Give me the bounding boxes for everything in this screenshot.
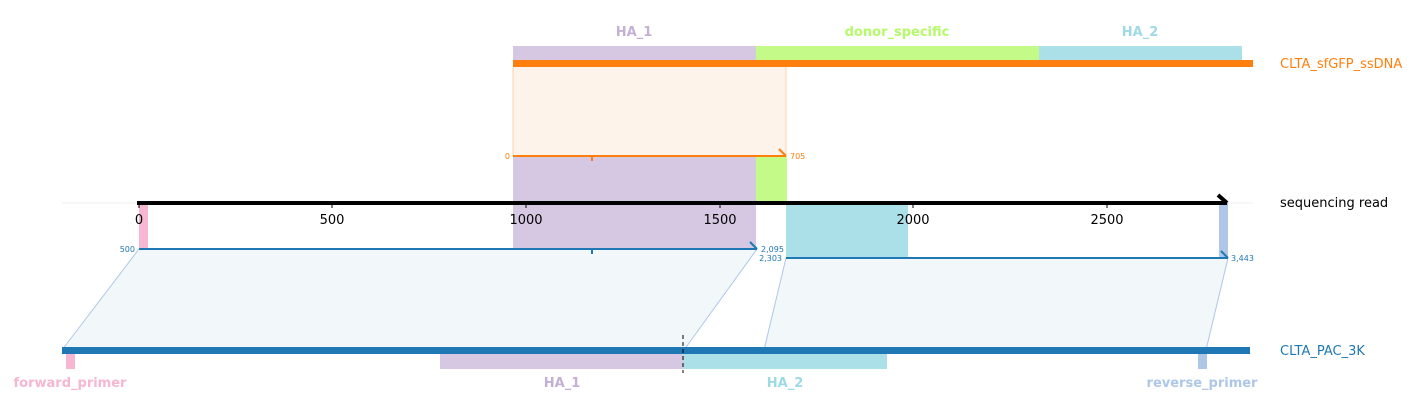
ssdna-backbone <box>513 60 1253 67</box>
pac-alignment-2-left-edge <box>763 257 787 351</box>
pac-alignment-1-arrow-icon <box>749 241 758 250</box>
ssdna-alignment: 0 705 <box>505 67 805 202</box>
ssdna-track: HA_1 donor_specific HA_2 CLTA_sfGFP_ssDN… <box>513 25 1402 72</box>
read-axis-ticks: 0 500 1000 1500 2000 2500 <box>135 203 1124 228</box>
pac-feature-forward-primer <box>66 354 75 369</box>
read-feature-donor-from-ssdna <box>756 156 787 202</box>
ssdna-track-label: CLTA_sfGFP_ssDNA <box>1280 57 1402 72</box>
pac-feature-ha1 <box>440 354 683 369</box>
read-feature-forward-primer <box>139 203 148 249</box>
pac-alignment-2-start-label: 2,303 <box>759 254 782 263</box>
pac-feature-label-reverse-primer: reverse_primer <box>1147 376 1259 391</box>
pac-alignment-2: 2,303 3,443 <box>759 250 1254 351</box>
pac-alignment-2-end-label: 3,443 <box>1231 254 1254 263</box>
pac-track-label: CLTA_PAC_3K <box>1280 344 1365 359</box>
ssdna-alignment-end-label: 705 <box>790 152 805 161</box>
read-feature-ha1-from-ssdna <box>513 156 756 202</box>
ssdna-alignment-shade <box>513 67 786 156</box>
read-tick-label: 2500 <box>1090 213 1123 228</box>
read-track-label: sequencing read <box>1280 196 1388 211</box>
ssdna-feature-ha2 <box>1039 46 1242 60</box>
pac-feature-label-ha1: HA_1 <box>544 376 581 391</box>
read-tick-label: 1000 <box>509 213 542 228</box>
pac-alignment-1-shade <box>62 249 757 350</box>
pac-feature-label-ha2: HA_2 <box>767 376 804 391</box>
read-tick-label: 2000 <box>896 213 929 228</box>
read-track: 0 500 1000 1500 2000 2500 sequencing rea… <box>62 193 1388 258</box>
pac-feature-reverse-primer <box>1198 354 1207 369</box>
ssdna-feature-ha1 <box>513 46 756 60</box>
ssdna-feature-label-ha2: HA_2 <box>1122 25 1159 40</box>
ssdna-feature-label-donor: donor_specific <box>845 25 950 40</box>
pac-alignment-1-left-edge <box>61 248 140 351</box>
read-feature-ha1 <box>513 203 756 249</box>
pac-alignment-2-right-edge <box>1205 257 1229 351</box>
pac-backbone <box>62 347 1250 354</box>
pac-feature-label-forward-primer: forward_primer <box>14 376 128 391</box>
pac-alignment-1: 500 2,095 <box>61 241 784 351</box>
ssdna-feature-donor-specific <box>756 46 1039 60</box>
pac-track: forward_primer HA_1 HA_2 reverse_primer … <box>14 335 1365 391</box>
read-tick-label: 500 <box>320 213 345 228</box>
pac-alignment-1-end-label: 2,095 <box>761 245 784 254</box>
read-feature-ha2 <box>786 203 908 258</box>
ssdna-alignment-arrow-icon <box>778 148 787 157</box>
ssdna-feature-label-ha1: HA_1 <box>616 25 653 40</box>
pac-alignment-2-shade <box>764 258 1228 350</box>
ssdna-alignment-start-label: 0 <box>505 152 510 161</box>
pac-alignment-1-right-edge <box>683 248 758 351</box>
pac-alignment-1-start-label: 500 <box>120 245 135 254</box>
read-tick-label: 1500 <box>703 213 736 228</box>
read-feature-reverse-primer <box>1219 203 1228 258</box>
pac-feature-ha2 <box>683 354 887 369</box>
read-arrow-icon <box>1216 193 1229 205</box>
read-tick-label: 0 <box>135 213 143 228</box>
pac-alignment-2-arrow-icon <box>1220 250 1229 259</box>
